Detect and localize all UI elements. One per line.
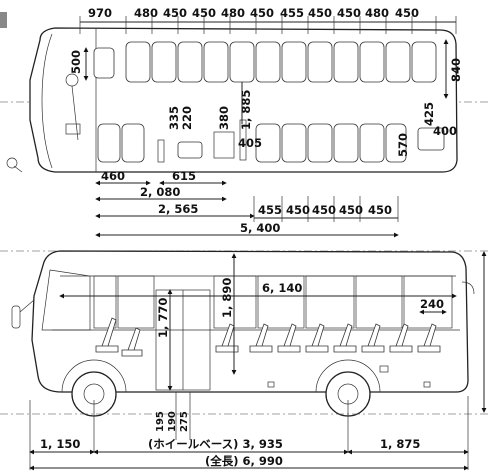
top-dim-8: 450: [337, 6, 361, 20]
rear-gap-label: 425: [422, 102, 436, 126]
upper-seat-row: [125, 41, 437, 83]
side-view: 6, 140 1, 890 1, 770 240 195 190 275 1, …: [0, 250, 490, 471]
step-3-label: 275: [179, 411, 190, 432]
front-offset-label: 460: [101, 169, 125, 183]
interior-height-label: 1, 890: [220, 278, 234, 318]
wheelbase-label: (ホイールベース) 3, 935: [148, 437, 283, 451]
bottom-dim-1: 450: [286, 203, 310, 217]
lower-seat-row: [97, 123, 407, 163]
top-dim-1: 480: [134, 6, 158, 20]
side-mirror: [11, 305, 21, 329]
rear-box: [417, 127, 445, 151]
top-dim-0: 970: [88, 6, 112, 20]
side-lamp-2: [423, 381, 431, 388]
top-windshield: [41, 33, 53, 169]
bottom-dim-0: 455: [258, 203, 282, 217]
driver-seat: [93, 47, 115, 79]
rear-seat-width-label: 840: [449, 58, 463, 82]
top-dim-2: 450: [163, 6, 187, 20]
length-1-label: 2, 080: [140, 185, 180, 199]
side-lamp-1: [267, 381, 275, 388]
seat-width-label: 500: [69, 50, 83, 74]
door-height-label: 1, 770: [156, 298, 170, 338]
top-dim-10: 450: [395, 6, 419, 20]
bottom-dim-4: 450: [368, 203, 392, 217]
front-overhang-label: 1, 150: [40, 437, 80, 451]
overall-room-label: 5, 400: [240, 221, 280, 235]
top-dim-9: 480: [365, 6, 389, 20]
side-bus-outline: [31, 250, 469, 393]
side-windshield: [41, 269, 91, 331]
step-2-label: 190: [167, 411, 178, 432]
rear-mirror: [461, 281, 475, 295]
top-dimension-chain: [79, 16, 457, 34]
top-dim-3: 450: [192, 6, 216, 20]
rear-overhang-label: 1, 875: [380, 437, 420, 451]
rear-box-label: 400: [433, 124, 457, 138]
steering-column: [71, 85, 79, 141]
top-dim-4: 480: [221, 6, 245, 20]
folding-seat: [177, 141, 203, 159]
rear-wheel: [315, 359, 381, 417]
overall-length-label: (全長) 6, 990: [205, 454, 283, 468]
side-marker: [379, 365, 389, 373]
aisle-label-1: 335: [167, 106, 181, 130]
top-dim-5: 450: [250, 6, 274, 20]
corner-tab: [0, 12, 7, 28]
top-dim-7: 450: [308, 6, 332, 20]
aisle-label-4: 1, 885: [239, 90, 253, 130]
aisle-label-5: 405: [238, 136, 262, 150]
step-1-label: 195: [155, 411, 166, 432]
top-grab: [65, 123, 81, 135]
left-mirror: [6, 157, 18, 169]
interior-length-label: 6, 140: [262, 281, 302, 295]
right-side-label: 570: [396, 133, 410, 157]
mirror-arm: [13, 165, 23, 173]
aisle-label-2: 220: [180, 106, 194, 130]
top-view: 970 480 450 450 480 450 455 450 450 480 …: [0, 6, 490, 238]
bottom-dim-3: 450: [339, 203, 363, 217]
bottom-dimension-chain: [253, 196, 399, 222]
rear-seat-gap-label: 240: [420, 297, 444, 311]
bottom-dim-2: 450: [312, 203, 336, 217]
cabin-box: [213, 131, 235, 159]
length-2-label: 2, 565: [158, 202, 198, 216]
mid-offset-label: 615: [172, 169, 196, 183]
side-mirror-arm: [19, 299, 35, 313]
door-step: [157, 139, 165, 163]
partition: [239, 119, 247, 161]
top-dim-6: 455: [280, 6, 304, 20]
aisle-label-3: 380: [217, 106, 231, 130]
